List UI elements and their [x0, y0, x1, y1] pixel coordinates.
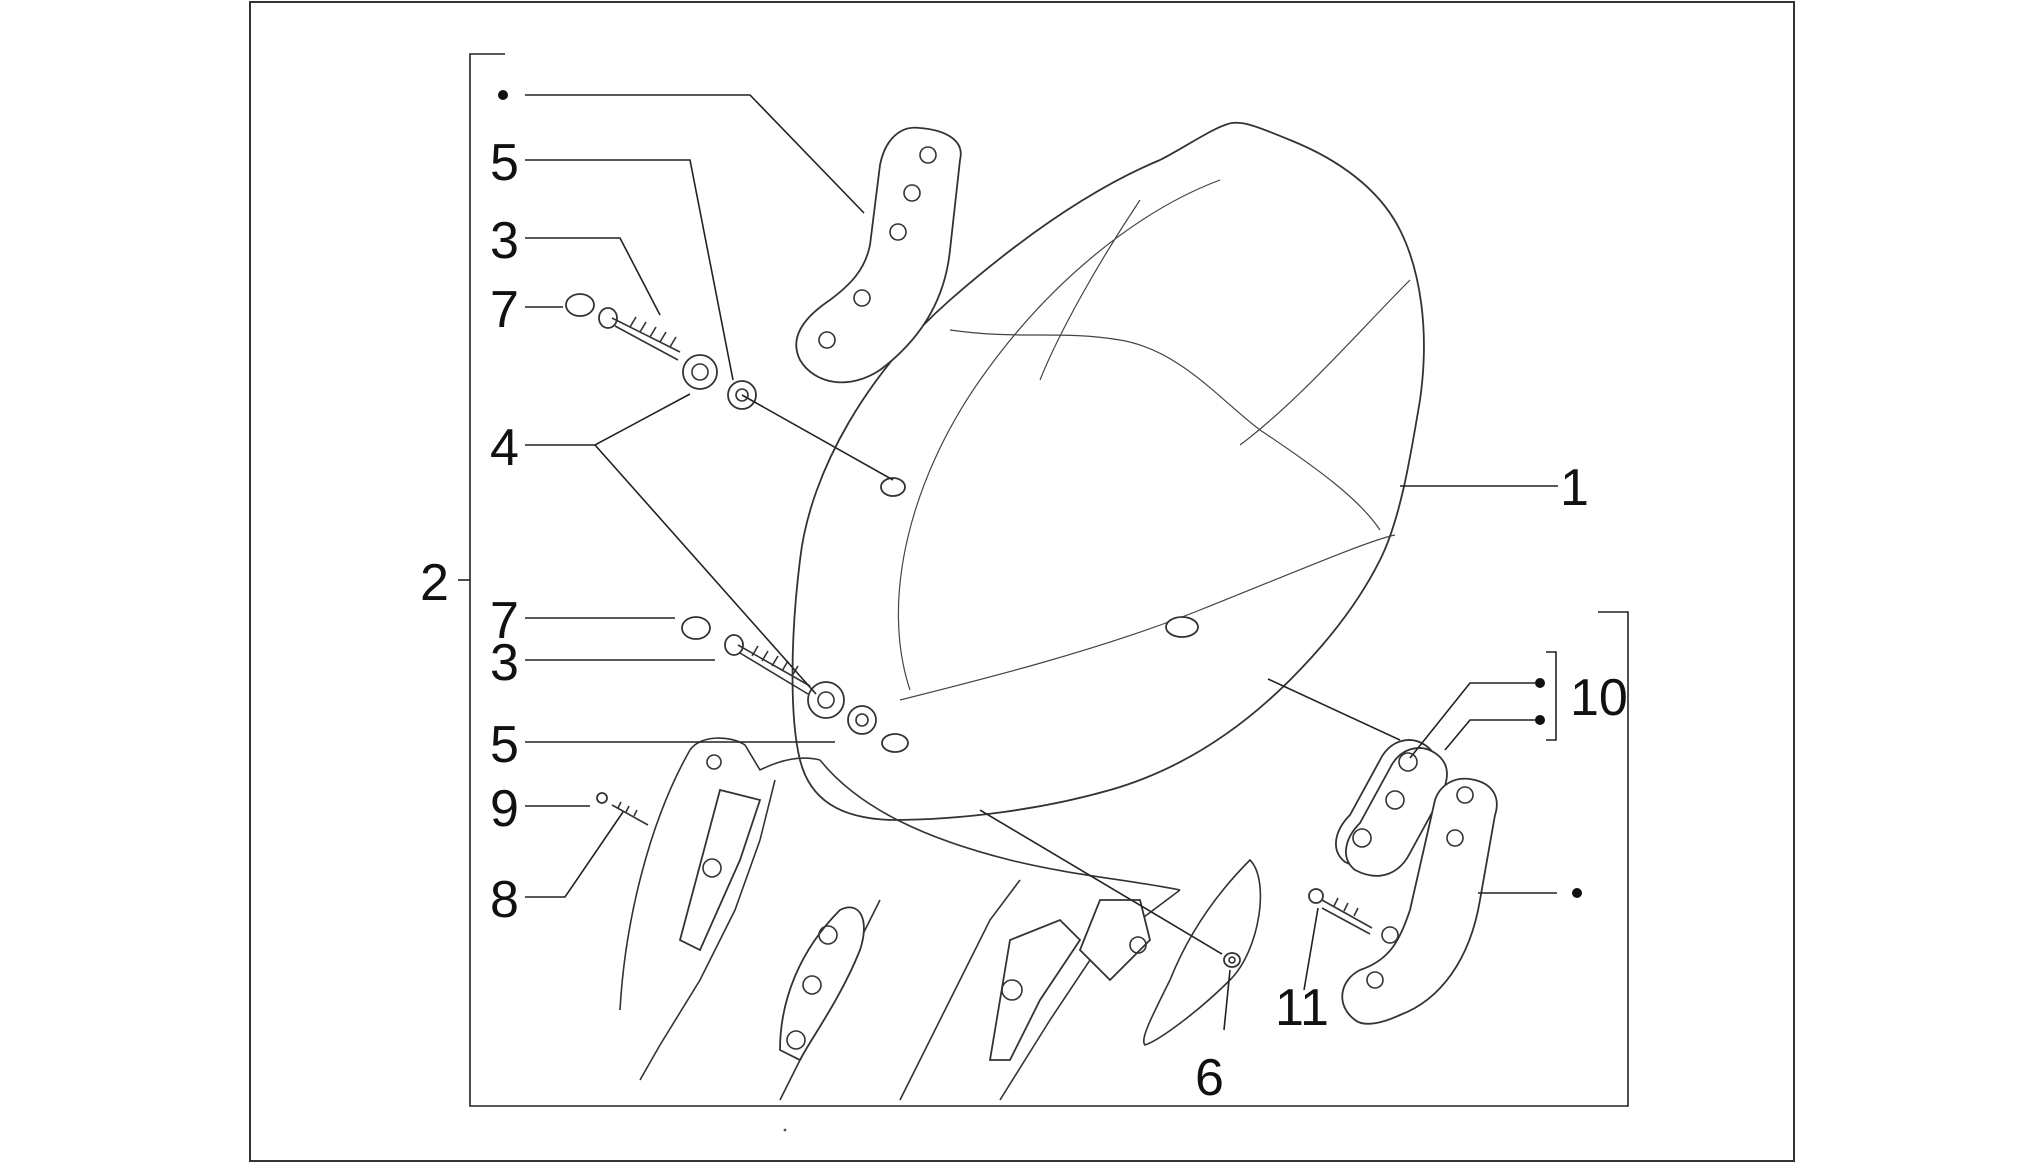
stray-mark: [783, 1128, 787, 1132]
callout-9: 9: [490, 780, 519, 838]
upper-bracket-part: [795, 126, 962, 384]
callout-11: 11: [1275, 979, 1329, 1037]
callout-7-mid: 7: [490, 592, 519, 650]
windshield-part: [791, 121, 1425, 821]
right-screw-part: [1308, 888, 1373, 935]
diagram-frame: [249, 1, 1795, 1162]
callout-7-top: 7: [490, 281, 519, 339]
callout-8: 8: [490, 871, 519, 929]
callout-6: 6: [1195, 1049, 1224, 1107]
leader-lines: [525, 94, 1558, 1031]
callout-3-top: 3: [490, 212, 519, 270]
callout-4: 4: [490, 419, 519, 477]
callout-1: 1: [1560, 459, 1589, 517]
callout-2: 2: [420, 554, 449, 612]
small-screw-part: [596, 792, 649, 826]
right-bracket-assembly: [1335, 739, 1498, 1025]
side-gasket-part: [1143, 858, 1262, 1046]
bullet-upper-bracket: [498, 90, 508, 100]
bullet-bracket-a: [1535, 678, 1545, 688]
callout-5-mid: 5: [490, 716, 519, 774]
callout-10: 10: [1570, 669, 1628, 727]
bullet-bracket-b: [1535, 715, 1545, 725]
front-fairing-part: [619, 737, 1181, 1101]
callout-3-mid: 3: [490, 634, 519, 692]
group-bracket-2: [458, 53, 1629, 1107]
upper-fastener-set: [565, 293, 757, 410]
bullet-right-bracket: [1572, 888, 1582, 898]
callout-5-top: 5: [490, 134, 519, 192]
lower-fastener-set: [681, 616, 877, 735]
